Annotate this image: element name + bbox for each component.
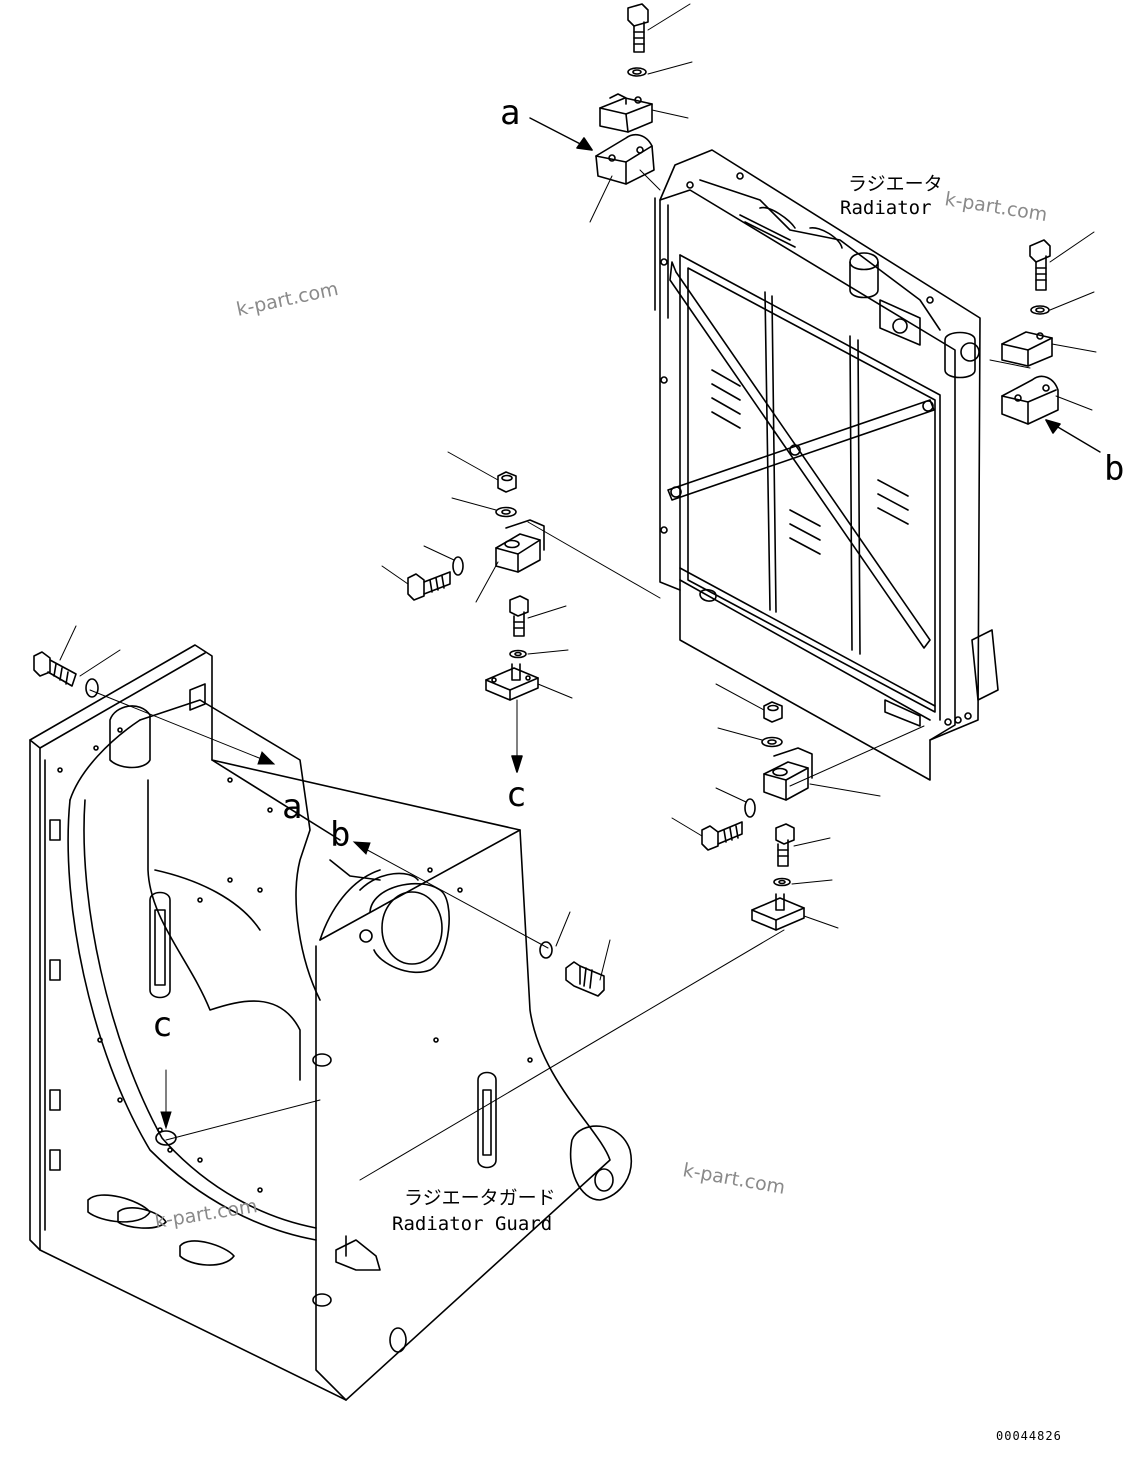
watermark: k-part.com [943,188,1049,226]
top-clamp-stack [529,3,693,223]
watermark: k-part.com [681,1159,787,1199]
radiator-guard [29,644,633,1401]
guard-bolt-right [539,941,605,997]
callout-c-guard: c [152,1005,172,1045]
radiator-label-jp: ラジエータ [848,173,943,195]
radiator-label-en: Radiator [840,197,932,219]
guard-label-jp: ラジエータガード [404,1187,556,1209]
guard-label-en: Radiator Guard [392,1213,552,1235]
callout-b-guard: b [330,815,350,855]
radiator-assembly [527,149,1031,787]
guard-bolt-left [33,651,99,698]
middle-mount-stack [381,451,573,765]
lower-mount-stack [359,683,881,1181]
callout-b-right: b [1104,449,1124,489]
callout-c-mid: c [506,775,526,815]
right-clamp-stack [1001,231,1101,453]
callout-a-guard: a [282,787,302,827]
watermark: k-part.com [234,278,340,321]
callout-a-top: a [500,93,520,133]
drawing-number: 00044826 [996,1429,1062,1443]
watermark: k-part.com [153,1195,259,1233]
